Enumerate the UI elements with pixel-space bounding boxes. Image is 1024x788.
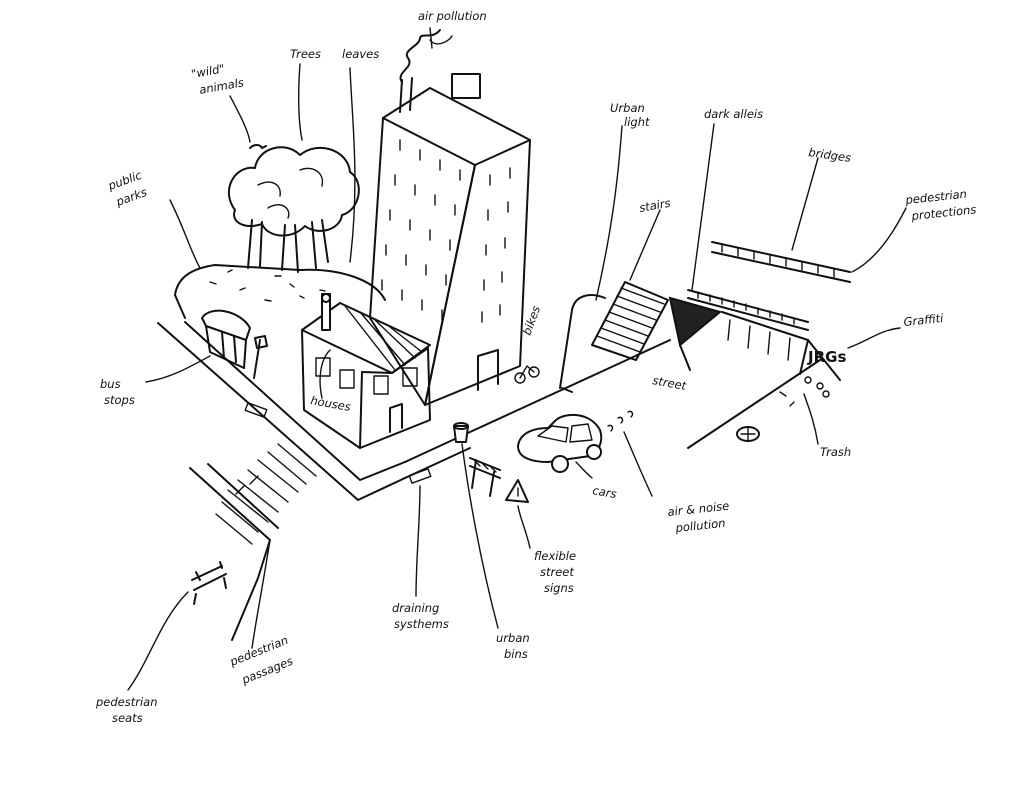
car <box>517 410 634 473</box>
label-trees: Trees <box>290 47 321 61</box>
label-air-pollution: air pollution <box>418 9 487 23</box>
label-stairs: stairs <box>638 196 671 215</box>
street-signs <box>469 457 529 503</box>
label-street: street <box>651 373 687 393</box>
label-bus-stops-line1: bus <box>100 377 121 391</box>
drains <box>244 402 432 484</box>
street-outlines <box>157 321 841 641</box>
label-pedestrian-protections-line2: protections <box>910 202 977 223</box>
house <box>301 293 431 449</box>
label-pedestrian-seats-line2: seats <box>112 711 143 725</box>
label-draining-line2: systhems <box>394 617 449 631</box>
bridge-railing <box>687 289 809 375</box>
label-trash: Trash <box>820 445 851 459</box>
urban-bin <box>453 422 469 443</box>
label-houses: houses <box>309 393 351 414</box>
dark-alley <box>668 296 723 371</box>
label-flexible-signs-line2: street <box>540 565 574 579</box>
label-urban-light-line1: Urban <box>610 101 645 115</box>
label-urban-bins-line1: urban <box>496 631 530 645</box>
label-leaves: leaves <box>342 47 379 61</box>
park <box>174 264 386 319</box>
label-pedestrian-seats-line1: pedestrian <box>95 695 158 709</box>
bench <box>191 561 227 605</box>
label-pedestrian-protections-line1: pedestrian <box>904 187 968 207</box>
label-graffiti: Graffiti <box>903 311 945 329</box>
bike <box>514 365 540 384</box>
tower <box>369 29 531 406</box>
bridge-upper <box>711 241 851 283</box>
trash-pieces <box>779 376 830 407</box>
label-air-noise-line1: air & noise <box>667 499 730 519</box>
street-light <box>559 294 606 393</box>
label-wild-animals-line1: "wild" <box>190 61 226 81</box>
leader-lines <box>127 27 907 691</box>
graffiti-tag: JRGs <box>807 348 846 366</box>
stairs <box>591 281 669 361</box>
label-dark-alleys: dark alleis <box>704 107 763 121</box>
label-air-noise-line2: pollution <box>674 516 726 535</box>
label-bridges: bridges <box>808 145 852 165</box>
label-flexible-signs-line1: flexible <box>534 549 576 563</box>
bus-stop <box>201 309 268 379</box>
label-draining-line1: draining <box>392 601 439 615</box>
label-urban-bins-line2: bins <box>504 647 528 661</box>
label-cars: cars <box>591 483 617 501</box>
label-bus-stops-line2: stops <box>104 393 135 407</box>
graffiti-tag-text: JRGs <box>807 348 846 366</box>
crosswalk <box>215 443 317 545</box>
manhole <box>736 426 760 442</box>
trees <box>228 144 360 273</box>
label-urban-light-line2: light <box>624 115 650 129</box>
label-flexible-signs-line3: signs <box>544 581 574 595</box>
